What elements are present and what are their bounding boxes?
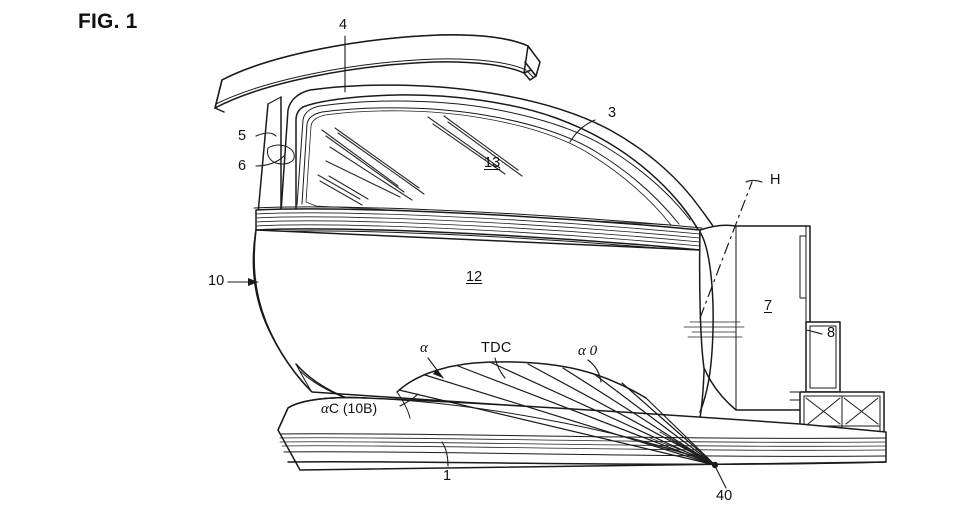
callout-3-label: 3 — [608, 105, 617, 121]
roof-rail-shape — [214, 34, 541, 113]
callout-10-label: 10 — [208, 273, 225, 289]
figure-title: FIG. 1 — [78, 10, 138, 33]
window-glass-shape — [305, 110, 672, 226]
rear-panel-hatching — [683, 321, 745, 338]
rear-panel-shape — [683, 224, 841, 413]
tdc-label: TDC — [481, 340, 512, 356]
pivot-point-marker — [711, 461, 719, 469]
callout-4-label: 4 — [339, 17, 348, 33]
alpha-c-greek: α — [321, 401, 329, 417]
callout-1-label: 1 — [443, 468, 452, 484]
callout-13-label: 13 — [484, 155, 501, 171]
callout-leaders — [227, 35, 823, 489]
pivot-convergence-shading — [639, 431, 715, 465]
callout-7-label: 7 — [764, 298, 773, 314]
beltline-molding — [253, 206, 703, 253]
glass-reflection-lines — [317, 115, 523, 206]
callout-8-label: 8 — [827, 325, 836, 341]
callout-6-label: 6 — [238, 158, 247, 174]
callout-40-label: 40 — [716, 488, 733, 504]
callout-12-label: 12 — [466, 269, 483, 285]
alpha-c-rest: C (10B) — [328, 400, 378, 416]
callout-5-label: 5 — [238, 128, 247, 144]
a-pillar-shape — [257, 96, 295, 215]
callout-H-label: H — [770, 172, 781, 188]
alpha-c-label: αC (10B) — [321, 401, 377, 417]
door-sweep-fan — [385, 361, 719, 469]
alpha-zero-label: α 0 — [578, 343, 598, 359]
alpha-label: α — [420, 340, 428, 356]
